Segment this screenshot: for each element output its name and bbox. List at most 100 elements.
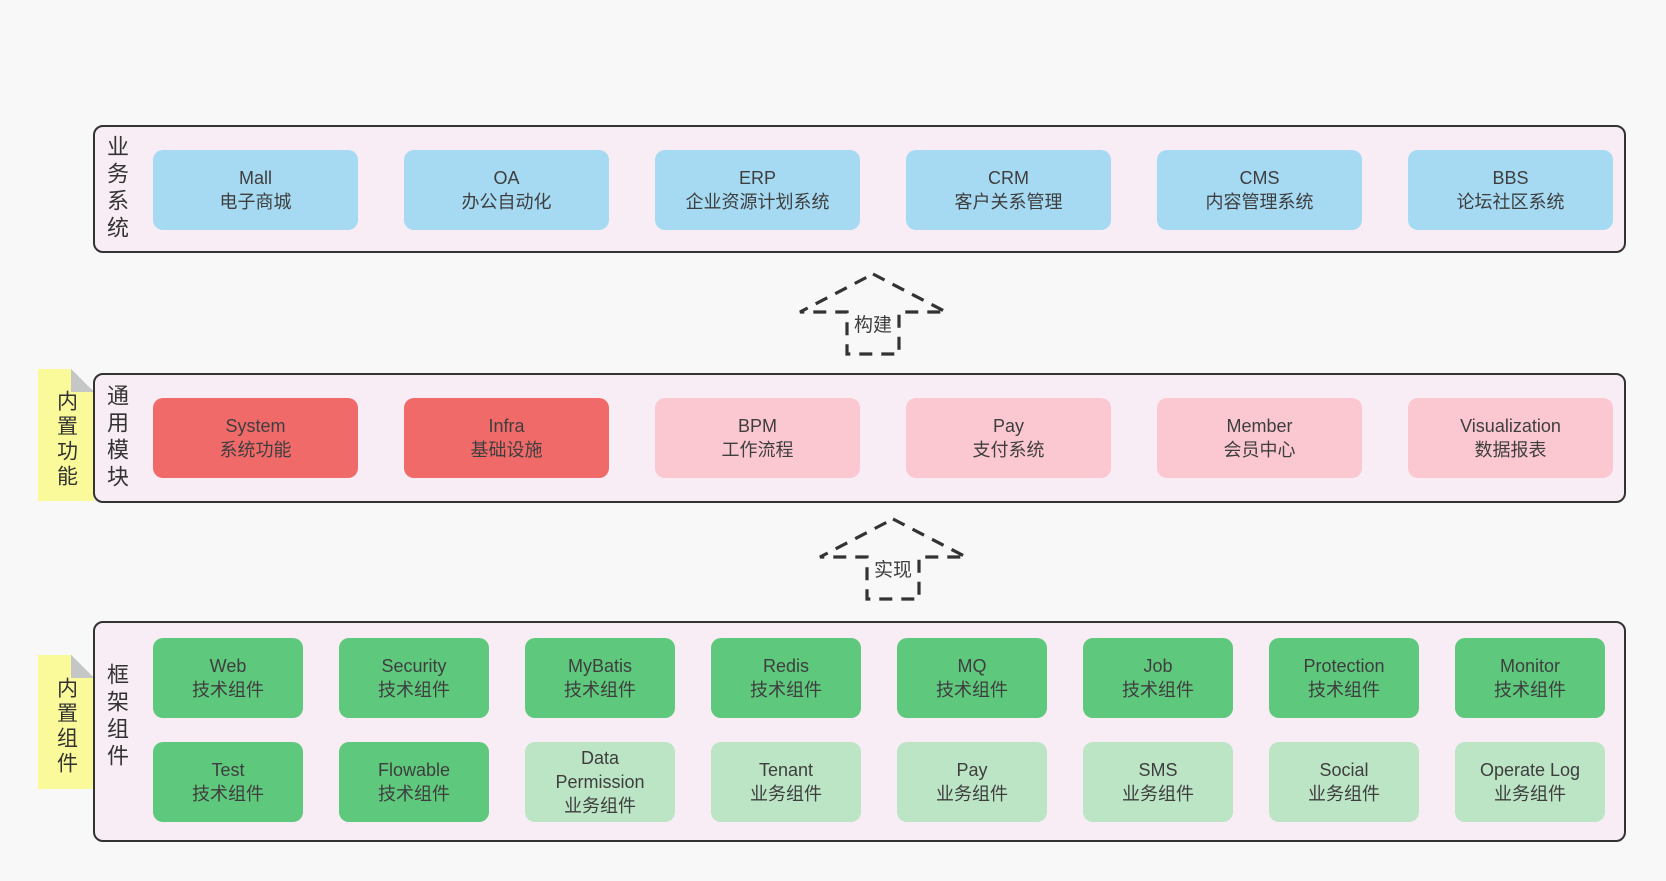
box-subtitle: 业务组件	[564, 796, 636, 816]
box-title: Member	[1226, 416, 1293, 436]
pay-module-box: Pay 支付系统	[906, 398, 1111, 478]
box-title: Visualization	[1460, 416, 1561, 436]
box-subtitle: 技术组件	[936, 680, 1008, 700]
box-subtitle: 业务组件	[750, 784, 822, 804]
box-subtitle: 业务组件	[1308, 784, 1380, 804]
monitor-box: Monitor 技术组件	[1455, 638, 1605, 718]
framework-components-panel: 框架组件 Web 技术组件 Security 技术组件 MyBatis 技术组件…	[93, 621, 1626, 842]
job-box: Job 技术组件	[1083, 638, 1233, 718]
business-systems-panel: 业务系统 Mall 电子商城 OA 办公自动化 ERP 企业资源计划系统 CRM…	[93, 125, 1626, 253]
folded-corner-icon	[71, 369, 94, 392]
pay-component-box: Pay 业务组件	[897, 742, 1047, 822]
box-title: OA	[493, 168, 520, 188]
box-subtitle: 技术组件	[192, 680, 264, 700]
arrow-outline	[819, 517, 967, 601]
common-modules-panel: 通用模块 System 系统功能 Infra 基础设施 BPM 工作流程 Pay…	[93, 373, 1626, 503]
box-subtitle: 数据报表	[1474, 440, 1547, 460]
box-title: MyBatis	[567, 656, 632, 676]
framework-components-label: 框架组件	[104, 663, 129, 771]
box-title: CMS	[1239, 168, 1280, 188]
flowable-box: Flowable 技术组件	[339, 742, 489, 822]
box-subtitle: 技术组件	[1494, 680, 1566, 700]
system-box: System 系统功能	[153, 398, 358, 478]
box-title: ERP	[738, 168, 776, 188]
box-subtitle: 电子商城	[219, 192, 292, 212]
box-title: Mall	[238, 168, 272, 188]
box-subtitle: 会员中心	[1223, 440, 1296, 460]
box-subtitle: 业务组件	[1494, 784, 1566, 804]
box-title: Security	[381, 656, 447, 676]
web-box: Web 技术组件	[153, 638, 303, 718]
box-subtitle: 技术组件	[378, 784, 450, 804]
redis-box: Redis 技术组件	[711, 638, 861, 718]
framework-components-row-1: Web 技术组件 Security 技术组件 MyBatis 技术组件 Redi…	[153, 638, 1605, 718]
box-subtitle: 技术组件	[1308, 680, 1380, 700]
box-subtitle: 业务组件	[1122, 784, 1194, 804]
box-title: BBS	[1492, 168, 1529, 188]
box-subtitle: 基础设施	[470, 440, 543, 460]
box-subtitle: 工作流程	[721, 440, 794, 460]
mall-box: Mall 电子商城	[153, 150, 358, 230]
folded-corner-icon	[71, 655, 94, 678]
box-subtitle: 技术组件	[750, 680, 822, 700]
bbs-box: BBS 论坛社区系统	[1408, 150, 1613, 230]
box-title: Redis	[762, 656, 810, 676]
implement-arrow-label: 实现	[874, 559, 912, 581]
box-subtitle: 技术组件	[378, 680, 450, 700]
data-permission-box: Data Permission 业务组件	[525, 742, 675, 822]
box-title: BPM	[737, 416, 777, 436]
business-systems-row: Mall 电子商城 OA 办公自动化 ERP 企业资源计划系统 CRM 客户关系…	[153, 150, 1613, 230]
builtin-features-label: 内置功能	[54, 390, 78, 490]
box-subtitle: 企业资源计划系统	[685, 192, 830, 212]
box-title: Monitor	[1499, 656, 1561, 676]
box-title: CRM	[988, 168, 1029, 188]
box-subtitle: 业务组件	[936, 784, 1008, 804]
builtin-components-label: 内置组件	[54, 677, 78, 777]
visualization-box: Visualization 数据报表	[1408, 398, 1613, 478]
box-title: System	[225, 416, 286, 436]
cms-box: CMS 内容管理系统	[1157, 150, 1362, 230]
member-box: Member 会员中心	[1157, 398, 1362, 478]
test-box: Test 技术组件	[153, 742, 303, 822]
box-title: Data Permission	[555, 748, 645, 792]
box-subtitle: 内容管理系统	[1205, 192, 1314, 212]
oa-box: OA 办公自动化	[404, 150, 609, 230]
box-title: Operate Log	[1479, 760, 1581, 780]
box-title: Test	[211, 760, 245, 780]
tenant-box: Tenant 业务组件	[711, 742, 861, 822]
build-arrow-icon: 构建	[799, 272, 947, 356]
box-title: Web	[209, 656, 247, 676]
mq-box: MQ 技术组件	[897, 638, 1047, 718]
implement-arrow-icon: 实现	[819, 517, 967, 601]
security-box: Security 技术组件	[339, 638, 489, 718]
box-title: Job	[1143, 656, 1173, 676]
box-title: Protection	[1303, 656, 1385, 676]
social-box: Social 业务组件	[1269, 742, 1419, 822]
box-title: Infra	[488, 416, 525, 436]
box-subtitle: 支付系统	[972, 440, 1045, 460]
box-title: Pay	[956, 760, 988, 780]
box-title: SMS	[1138, 760, 1178, 780]
box-title: Flowable	[377, 760, 451, 780]
sms-box: SMS 业务组件	[1083, 742, 1233, 822]
build-arrow-label: 构建	[854, 314, 892, 336]
erp-box: ERP 企业资源计划系统	[655, 150, 860, 230]
operate-log-box: Operate Log 业务组件	[1455, 742, 1605, 822]
mybatis-box: MyBatis 技术组件	[525, 638, 675, 718]
box-title: Social	[1319, 760, 1369, 780]
infra-box: Infra 基础设施	[404, 398, 609, 478]
box-subtitle: 系统功能	[219, 440, 292, 460]
common-modules-row: System 系统功能 Infra 基础设施 BPM 工作流程 Pay 支付系统…	[153, 398, 1613, 478]
builtin-features-sticky: 内置功能	[38, 369, 94, 501]
box-subtitle: 客户关系管理	[954, 192, 1063, 212]
box-subtitle: 技术组件	[1122, 680, 1194, 700]
protection-box: Protection 技术组件	[1269, 638, 1419, 718]
box-title: Pay	[992, 416, 1025, 436]
arrow-outline	[799, 272, 947, 356]
box-title: Tenant	[758, 760, 814, 780]
box-subtitle: 办公自动化	[461, 192, 552, 212]
common-modules-label: 通用模块	[104, 384, 129, 492]
builtin-components-sticky: 内置组件	[38, 655, 94, 789]
business-systems-label: 业务系统	[104, 135, 129, 243]
